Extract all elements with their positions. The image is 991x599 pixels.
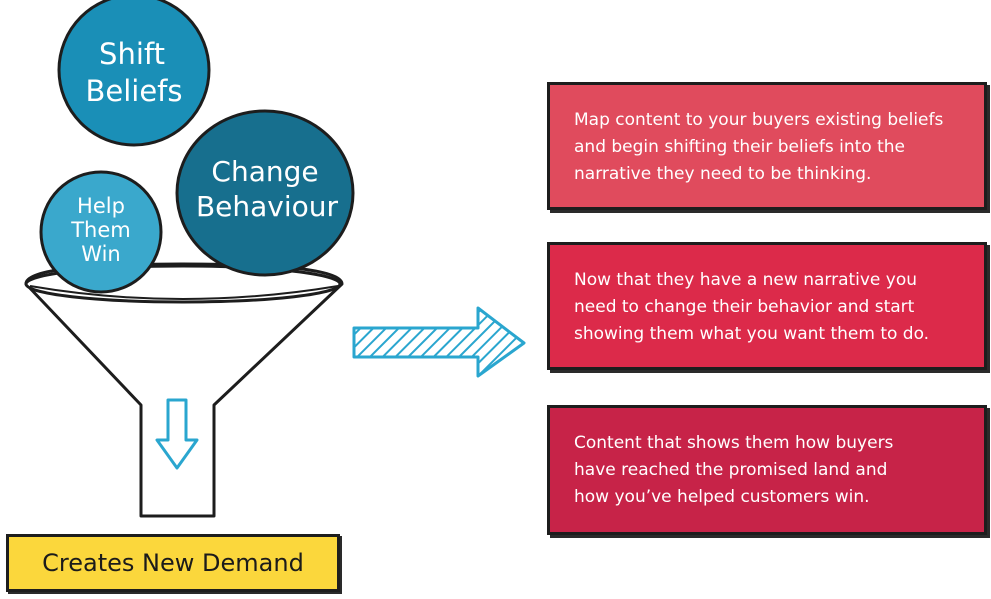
- panel-3-line-2: have reached the promised land and: [574, 460, 888, 480]
- panel-2-line-1: Now that they have a new narrative you: [574, 270, 918, 290]
- panel-3-line-1: Content that shows them how buyers: [574, 433, 894, 453]
- bubble-help-line2: Them: [70, 218, 131, 242]
- panel-1-line-1: Map content to your buyers existing beli…: [574, 110, 944, 130]
- panel-1-line-2: and begin shifting their beliefs into th…: [574, 137, 906, 157]
- bubble-change-line2: Behaviour: [196, 190, 339, 223]
- creates-new-demand-label: Creates New Demand: [6, 534, 340, 592]
- panel-2-line-3: showing them what you want them to do.: [574, 324, 930, 344]
- panel-help-them-win: Content that shows them how buyers have …: [547, 405, 987, 535]
- bubble-help-line3: Win: [81, 242, 120, 266]
- down-arrow-icon: [155, 398, 199, 470]
- bubble-help-them-win: Help Them Win: [39, 170, 163, 294]
- bubble-shift-line2: Beliefs: [85, 74, 182, 108]
- bubble-shift-beliefs: Shift Beliefs: [57, 0, 211, 147]
- panel-change-behaviour: Now that they have a new narrative you n…: [547, 242, 987, 370]
- bubble-shift-line1: Shift: [99, 37, 165, 71]
- panel-3-line-3: how you’ve helped customers win.: [574, 487, 870, 507]
- bubble-change-line1: Change: [211, 155, 318, 188]
- hatched-right-arrow-icon: [352, 306, 526, 378]
- panel-1-line-3: narrative they need to be thinking.: [574, 164, 872, 184]
- funnel: [24, 262, 344, 518]
- panel-2-line-2: need to change their behavior and start: [574, 297, 915, 317]
- panel-shift-beliefs: Map content to your buyers existing beli…: [547, 82, 987, 210]
- bubble-help-line1: Help: [77, 194, 125, 218]
- bubble-change-behaviour: Change Behaviour: [175, 109, 355, 277]
